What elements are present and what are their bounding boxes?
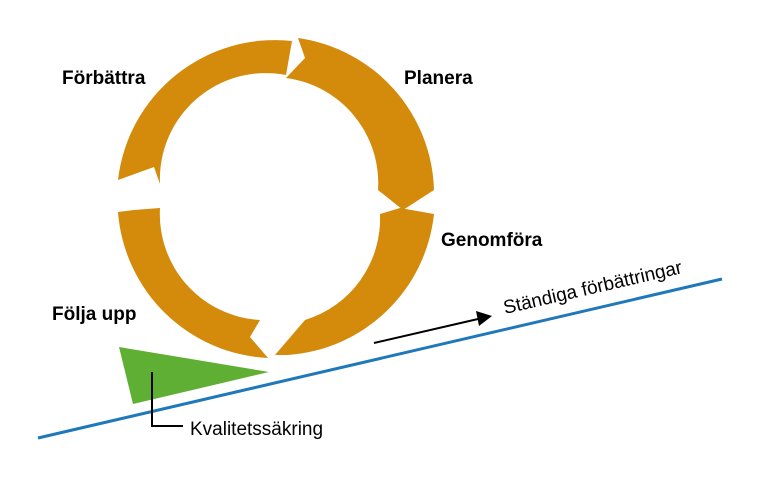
do-arc-arrow xyxy=(275,208,434,355)
improve-arc-arrow xyxy=(118,40,292,184)
check-arc-arrow xyxy=(118,208,268,358)
improvement-arrow-shaft xyxy=(373,318,479,344)
label-plan: Planera xyxy=(404,68,473,89)
label-check: Följa upp xyxy=(52,304,136,325)
quality-callout-line xyxy=(151,372,183,427)
label-quality-assurance: Kvalitetssäkring xyxy=(190,419,323,440)
label-improve: Förbättra xyxy=(62,68,146,89)
quality-assurance-wedge xyxy=(119,347,269,404)
improvement-arrow-head xyxy=(476,311,492,326)
plan-arc-arrow xyxy=(286,38,434,210)
label-do: Genomföra xyxy=(441,230,543,251)
